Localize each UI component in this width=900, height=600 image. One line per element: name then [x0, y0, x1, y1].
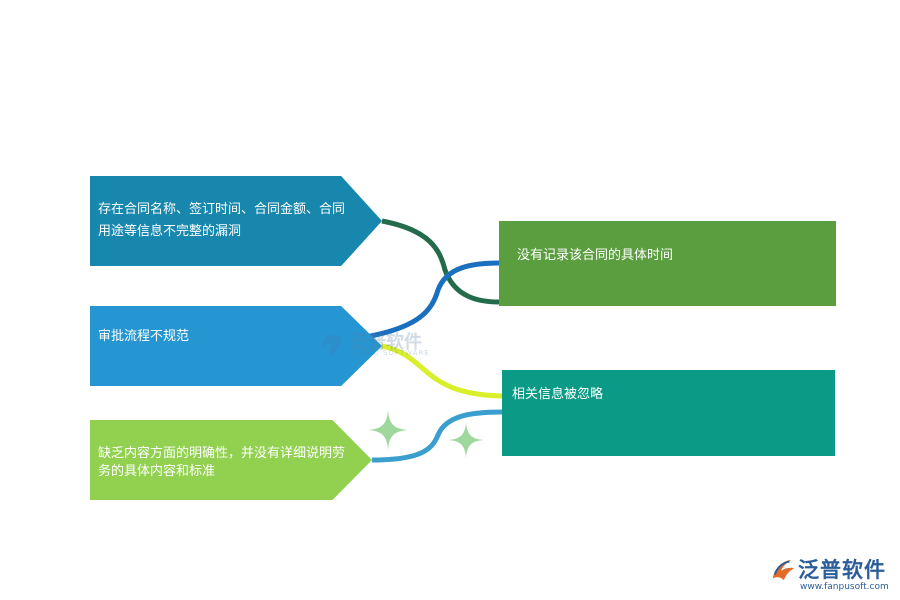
brand-name: 泛普软件	[798, 558, 886, 582]
left-node-3: 缺乏内容方面的明确性，并没有详细说明劳务的具体内容和标准	[90, 420, 372, 500]
right-node-2: 相关信息被忽略	[502, 370, 835, 456]
connector-left1-right1	[381, 218, 500, 305]
fanpu-logo-icon	[321, 333, 343, 357]
right-node-2-text: 相关信息被忽略	[512, 387, 604, 402]
fanpu-logo-icon	[772, 559, 795, 581]
brand-url: www.fanpusoft.com	[800, 582, 889, 592]
left-node-2: 审批流程不规范	[90, 306, 382, 386]
watermark-subtext: FANPU SOFTWARE	[352, 349, 430, 357]
right-node-1-text: 没有记录该合同的具体时间	[517, 248, 674, 263]
left-node-3-text: 缺乏内容方面的明确性，并没有详细说明劳务的具体内容和标准	[98, 446, 346, 479]
left-node-2-text: 审批流程不规范	[98, 329, 190, 344]
right-node-1: 没有记录该合同的具体时间	[499, 221, 836, 306]
left-node-1: 存在合同名称、签订时间、合同金额、合同用途等信息不完整的漏洞	[90, 176, 382, 266]
connector-left2-right1	[359, 260, 500, 341]
watermark: 泛普软件 FANPU SOFTWARE	[318, 328, 438, 362]
watermark-text: 泛普软件	[350, 332, 422, 353]
connector-left3-right2	[371, 409, 503, 463]
connector-left2-right2	[381, 343, 503, 399]
sparkle-icon	[368, 410, 408, 450]
left-node-1-text: 存在合同名称、签订时间、合同金额、合同用途等信息不完整的漏洞	[98, 202, 346, 239]
brand-logo: 泛普软件 www.fanpusoft.com	[768, 552, 898, 596]
sparkle-icon	[448, 422, 484, 458]
